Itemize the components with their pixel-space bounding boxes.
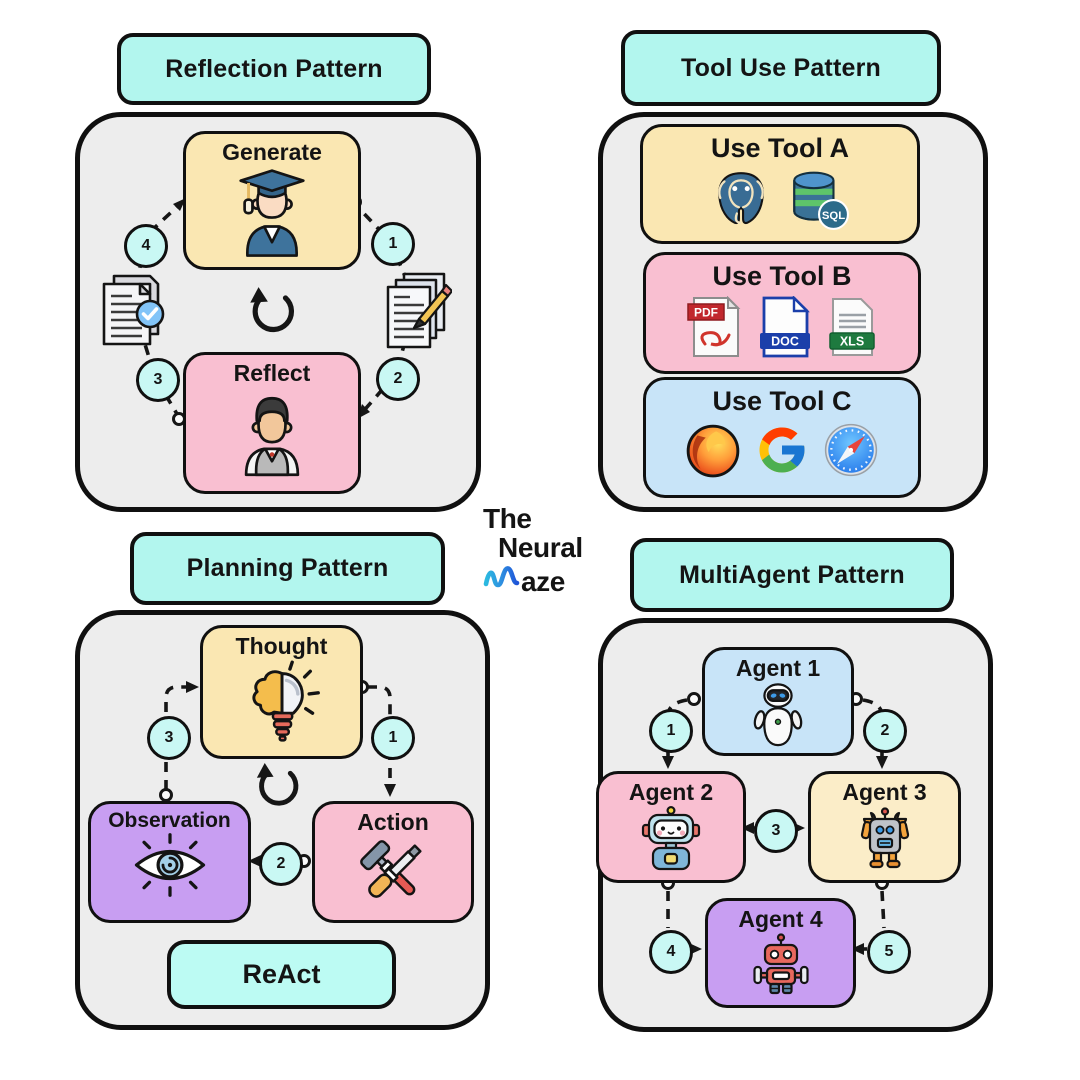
use-tool-a-label: Use Tool A: [710, 133, 849, 163]
observation-box: Observation: [88, 801, 251, 923]
logo-line-the: The: [483, 503, 532, 534]
logo-line-maze-rest: aze: [521, 566, 565, 597]
agent1-label: Agent 1: [735, 655, 821, 681]
step-circle: 5: [867, 930, 911, 974]
step-circle: 3: [136, 358, 180, 402]
generate-box: Generate: [183, 131, 361, 270]
use-tool-c-box: Use Tool C: [643, 377, 921, 498]
react-label: ReAct: [242, 959, 321, 989]
eye-icon: [130, 833, 210, 902]
agent1-box: Agent 1: [702, 647, 854, 756]
person-icon: [233, 387, 311, 482]
use-tool-a-box: Use Tool A: [640, 124, 920, 244]
sql-badge-label: SQL: [822, 210, 845, 222]
cycle-icon: [243, 285, 301, 343]
logo-line-neural: Neural: [498, 532, 583, 563]
use-tool-b-box: Use Tool B PDF DOC XLS: [643, 252, 921, 374]
step-circle: 4: [649, 930, 693, 974]
agent4-label: Agent 4: [738, 906, 823, 932]
reflect-label: Reflect: [233, 360, 311, 386]
use-tool-c-label: Use Tool C: [712, 386, 852, 416]
step-circle: 3: [754, 809, 798, 853]
thought-label: Thought: [235, 633, 328, 659]
step-circle: 3: [147, 716, 191, 760]
reflection-title: Reflection Pattern: [117, 33, 431, 105]
action-box: Action: [312, 801, 474, 923]
multiagent-title: MultiAgent Pattern: [630, 538, 954, 612]
tool-use-title: Tool Use Pattern: [621, 30, 941, 106]
documents-edit-icon: [384, 272, 454, 350]
xls-file-icon: XLS: [827, 297, 877, 362]
pdf-badge-label: PDF: [694, 306, 718, 320]
firefox-icon: [684, 421, 742, 484]
step-circle: 2: [863, 709, 907, 753]
observation-label: Observation: [108, 809, 231, 832]
postgresql-icon: [710, 168, 772, 235]
robot-eve-icon: [751, 682, 805, 753]
agent3-label: Agent 3: [842, 779, 927, 805]
tool-use-title-label: Tool Use Pattern: [681, 53, 881, 82]
react-box: ReAct: [167, 940, 396, 1009]
step-circle: 2: [376, 357, 420, 401]
planning-title-label: Planning Pattern: [186, 554, 389, 582]
cycle-icon: [250, 761, 305, 816]
planning-title: Planning Pattern: [130, 532, 445, 605]
agent2-box: Agent 2: [596, 771, 746, 883]
agent3-box: Agent 3: [808, 771, 961, 883]
tools-icon: [356, 836, 430, 915]
sql-database-icon: SQL: [786, 168, 850, 235]
step-circle: 4: [124, 224, 168, 268]
robot-claw-icon: [854, 806, 916, 877]
brain-bulb-icon: [244, 660, 320, 751]
documents-approved-icon: [98, 270, 166, 350]
google-icon: [755, 423, 809, 482]
step-circle: 1: [371, 716, 415, 760]
generate-label: Generate: [222, 139, 322, 165]
wave-m-icon: [483, 562, 521, 596]
reflection-title-label: Reflection Pattern: [165, 54, 383, 83]
step-circle: 1: [649, 709, 693, 753]
safari-icon: [822, 421, 880, 484]
agent4-box: Agent 4: [705, 898, 856, 1008]
reflect-box: Reflect: [183, 352, 361, 494]
thought-box: Thought: [200, 625, 363, 759]
agent2-label: Agent 2: [628, 779, 714, 805]
robot-red-icon: [751, 933, 811, 1002]
graduate-icon: [234, 166, 310, 263]
xls-badge-label: XLS: [840, 335, 864, 349]
logo-line-maze: aze: [483, 562, 583, 596]
pdf-file-icon: PDF: [687, 295, 743, 363]
action-label: Action: [357, 809, 429, 835]
use-tool-b-label: Use Tool B: [712, 261, 852, 291]
doc-badge-label: DOC: [771, 335, 799, 349]
step-circle: 1: [371, 222, 415, 266]
multiagent-title-label: MultiAgent Pattern: [679, 560, 905, 589]
robot-cute-icon: [641, 805, 701, 877]
step-circle: 2: [259, 842, 303, 886]
neural-maze-logo: The Neural aze: [483, 504, 583, 596]
doc-file-icon: DOC: [759, 295, 811, 363]
